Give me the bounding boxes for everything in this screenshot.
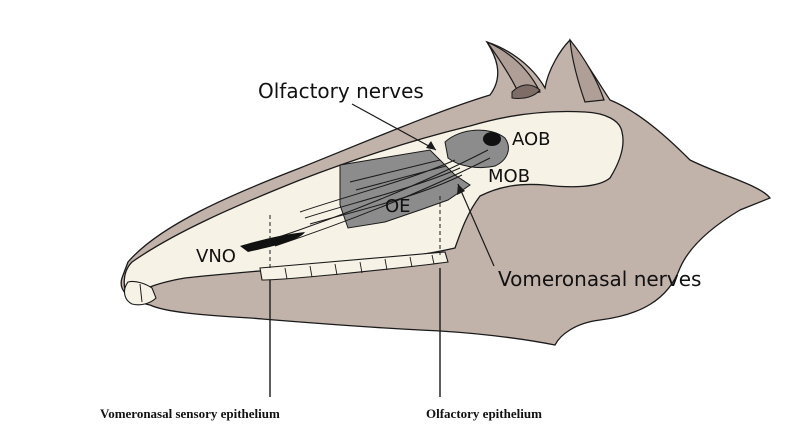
label-aob: AOB [512,129,551,150]
vomeronasal-nerve-fibers [269,149,491,247]
mane-tuft [511,84,541,99]
label-olfactory-epithelium: Olfactory epithelium [426,406,542,421]
label-vomeronasal-nerves: Vomeronasal nerves [498,267,701,291]
tooth-row [259,251,449,281]
tooth-row-dividers [284,254,435,280]
accessory-olfactory-bulb [483,132,501,146]
incisor-divider [139,283,143,303]
ear-left [485,40,541,97]
olfactory-nerves-arrowhead [426,141,436,150]
ear-right [569,38,605,103]
vomeronasal-nerves-arrowhead [457,184,465,195]
label-vno: VNO [196,246,236,267]
vomeronasal-nerves-pointer [457,183,495,267]
label-mob: MOB [488,166,530,187]
label-olfactory-nerves: Olfactory nerves [258,79,424,103]
incisor-teeth [123,280,157,306]
olfactory-nerve-fibers [299,159,463,225]
label-oe: OE [385,196,411,217]
olfactory-nerves-pointer [351,103,437,151]
vomeronasal-organ [240,232,305,252]
label-vomeronasal-sensory-epithelium: Vomeronasal sensory epithelium [100,406,280,421]
